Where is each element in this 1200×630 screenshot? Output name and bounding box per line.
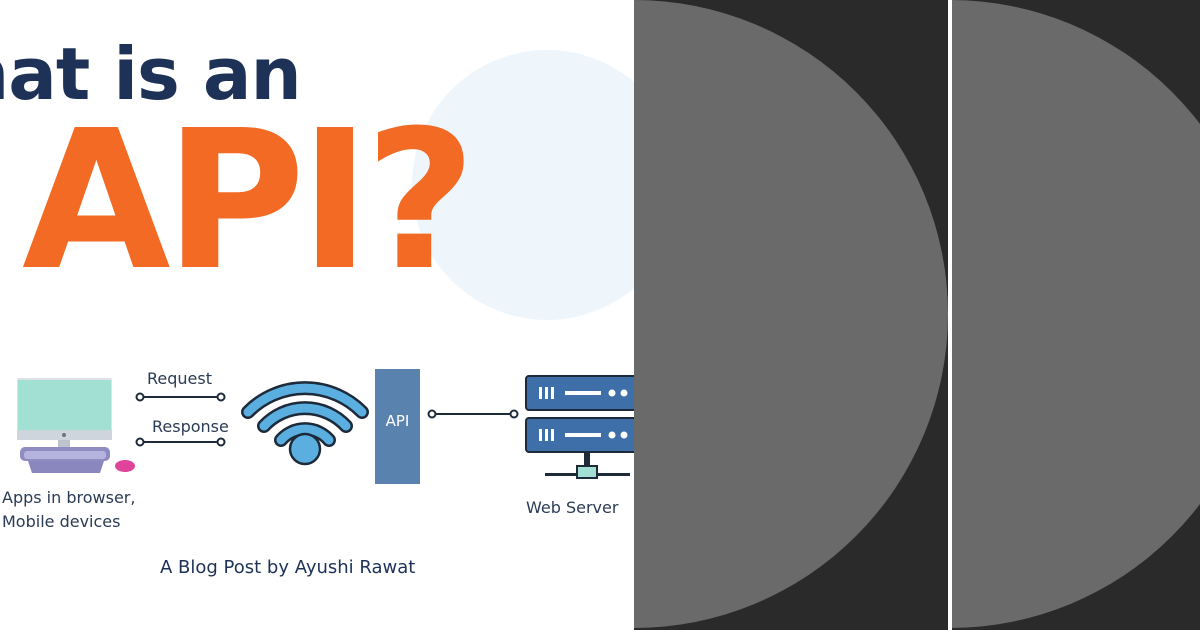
computer-icon [17,378,135,473]
wifi-icon [241,381,369,466]
request-arrow [135,392,226,402]
gray-half-circle [634,0,948,628]
request-label: Request [147,369,212,388]
blog-cover-panel: hat is an API? [0,32,634,578]
response-label: Response [152,417,229,436]
web-server-label: Web Server [526,498,619,517]
dark-panel-left [634,0,948,630]
api-diagram [17,375,634,479]
panel-divider [948,0,952,630]
gray-half-circle [952,0,1200,628]
dark-panel-right [952,0,1200,630]
api-box: API [375,369,420,484]
api-label: API [385,412,410,430]
clients-label-line-1: Apps in browser, [2,488,136,507]
title-line-2: API? [22,90,476,313]
api-server-connector [427,409,519,419]
blog-credit: A Blog Post by Ayushi Rawat [160,557,416,578]
background-circle [412,50,634,320]
title-line-1: hat is an [0,32,302,116]
server-icon [525,375,634,479]
clients-label-line-2: Mobile devices [2,512,121,531]
clients-label: Apps in browser, Mobile devices [2,486,135,534]
response-arrow [135,437,226,447]
